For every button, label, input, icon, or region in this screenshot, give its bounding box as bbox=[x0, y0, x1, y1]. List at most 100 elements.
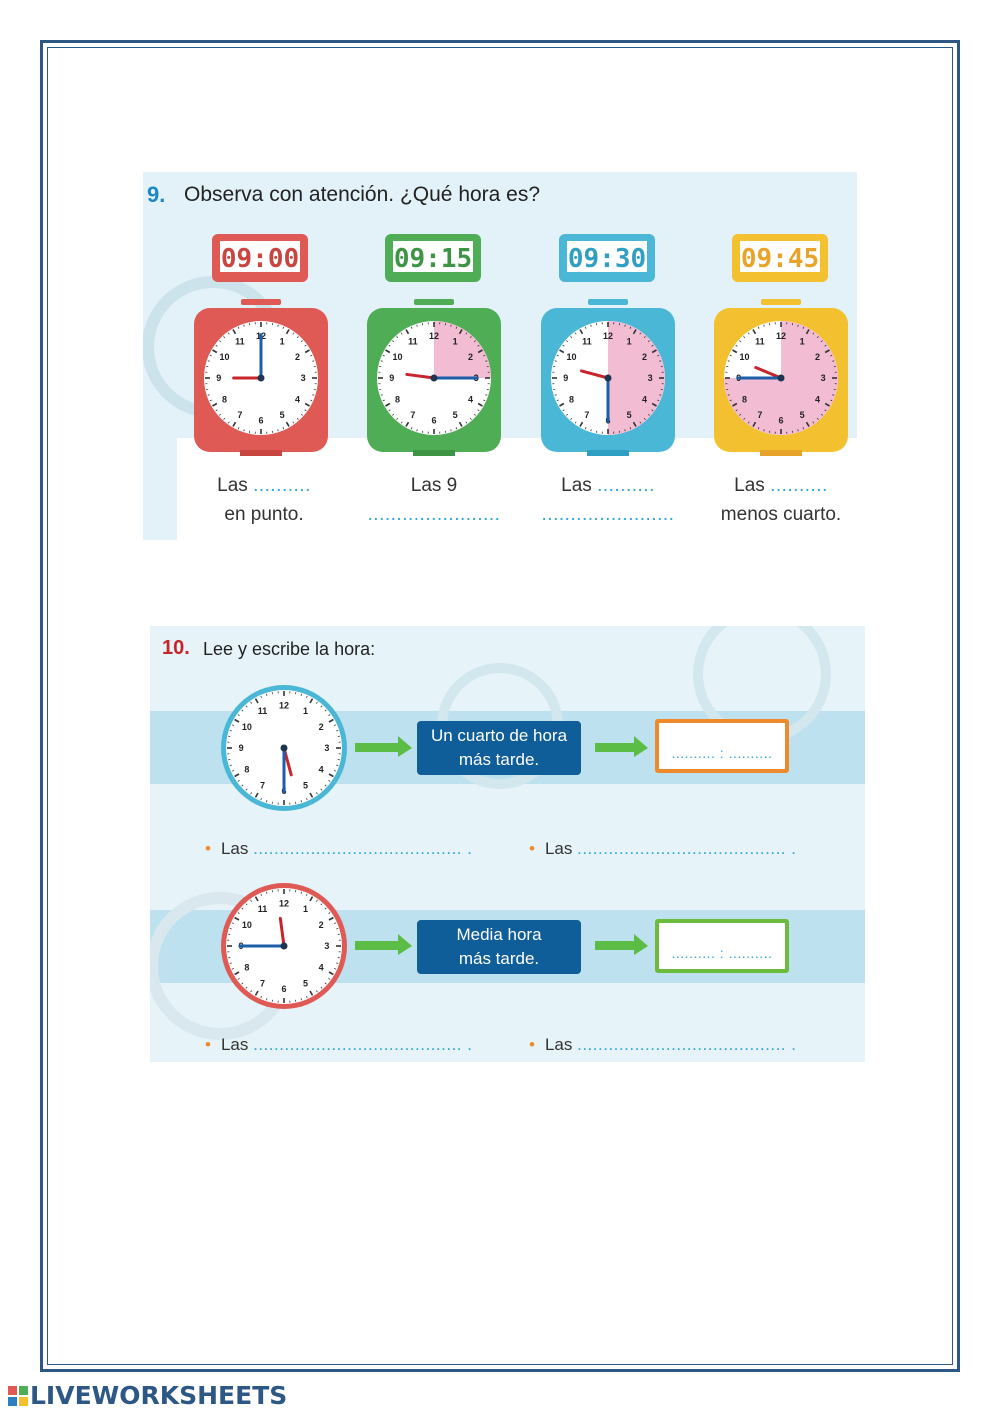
tick-mark bbox=[554, 394, 557, 396]
tick-mark bbox=[223, 336, 226, 339]
tick-mark bbox=[304, 344, 307, 347]
tick-mark bbox=[729, 399, 732, 402]
tick-mark bbox=[483, 399, 486, 402]
blank[interactable]: ........................................… bbox=[253, 839, 473, 858]
dial-number: 6 bbox=[258, 415, 263, 425]
tick-mark bbox=[260, 893, 262, 896]
tick-mark bbox=[245, 788, 248, 791]
dial-number: 8 bbox=[244, 765, 249, 775]
blank[interactable]: .......... bbox=[770, 475, 828, 496]
dial-number: 9 bbox=[216, 373, 221, 383]
clock-foot bbox=[413, 450, 455, 456]
tick-mark bbox=[559, 349, 565, 354]
tick-mark bbox=[219, 340, 222, 343]
tick-mark bbox=[334, 968, 337, 970]
tick-mark bbox=[562, 409, 565, 412]
clock-center bbox=[604, 374, 612, 382]
tick-mark bbox=[250, 899, 252, 902]
dial-number: 11 bbox=[258, 904, 268, 914]
tick-mark bbox=[732, 349, 738, 354]
dial-number: 6 bbox=[431, 415, 436, 425]
dial-number: 5 bbox=[453, 410, 458, 420]
tick-mark bbox=[219, 413, 222, 416]
answer-box[interactable]: .......... : .......... bbox=[655, 719, 789, 773]
blank[interactable]: ....................... bbox=[367, 504, 501, 525]
alarm-clocks: 09:0012345678910111209:15123456789101112… bbox=[143, 234, 848, 456]
tick-mark bbox=[250, 792, 252, 795]
tick-mark bbox=[416, 429, 418, 432]
tick-mark bbox=[820, 413, 823, 416]
tick-mark bbox=[832, 360, 835, 362]
tick-mark bbox=[328, 912, 331, 914]
blank[interactable]: .......... bbox=[253, 475, 311, 496]
las-line-left: •Las ...................................… bbox=[205, 1035, 473, 1054]
logo-icon bbox=[8, 1386, 28, 1406]
tick-mark bbox=[310, 354, 313, 357]
clock-foot bbox=[240, 450, 282, 456]
tick-mark bbox=[392, 413, 395, 416]
tick-mark bbox=[292, 421, 295, 424]
hour-hand bbox=[405, 372, 436, 380]
tick-mark bbox=[643, 417, 646, 420]
dial-number: 12 bbox=[279, 898, 289, 908]
digital-time: 09:00 bbox=[221, 244, 299, 274]
tick-mark bbox=[392, 340, 395, 343]
display-screen bbox=[393, 241, 473, 272]
blank[interactable]: ....................... bbox=[541, 504, 675, 525]
hour-hand bbox=[580, 369, 610, 380]
tick-mark bbox=[282, 427, 285, 430]
blank[interactable]: ........................................… bbox=[577, 1035, 797, 1054]
tick-mark bbox=[554, 360, 557, 362]
tick-mark bbox=[215, 344, 218, 347]
tick-mark bbox=[229, 962, 232, 964]
tick-mark bbox=[400, 421, 403, 424]
tick-mark bbox=[277, 429, 279, 432]
tick-mark bbox=[320, 986, 323, 989]
tick-mark bbox=[292, 332, 295, 335]
tick-mark bbox=[450, 324, 452, 327]
answer-strip bbox=[177, 438, 857, 540]
dial-number: 9 bbox=[389, 373, 394, 383]
display-screen bbox=[567, 241, 647, 272]
tick-mark bbox=[830, 354, 833, 357]
dial-number: 10 bbox=[739, 352, 749, 362]
tick-mark bbox=[316, 701, 318, 704]
tick-mark bbox=[757, 326, 760, 329]
tick-mark bbox=[805, 329, 810, 335]
tick-mark bbox=[824, 409, 827, 412]
tick-mark bbox=[455, 427, 458, 430]
tick-mark bbox=[309, 990, 314, 996]
tick-mark bbox=[643, 336, 646, 339]
dial-number: 9 bbox=[563, 373, 568, 383]
tick-mark bbox=[727, 394, 730, 396]
digital-time: 09:30 bbox=[568, 244, 646, 274]
tick-mark bbox=[309, 698, 314, 704]
dial-number: 10 bbox=[392, 352, 402, 362]
tick-mark bbox=[743, 417, 746, 420]
tick-mark bbox=[629, 326, 632, 329]
tick-mark bbox=[385, 402, 391, 407]
tick-mark bbox=[816, 417, 819, 420]
tick-mark bbox=[743, 336, 746, 339]
caption-3: Las .......... ....................... bbox=[523, 471, 693, 529]
tick-mark bbox=[388, 409, 391, 412]
tick-mark bbox=[304, 349, 310, 354]
blank[interactable]: ........................................… bbox=[253, 1035, 473, 1054]
tick-mark bbox=[732, 402, 738, 407]
dial-number: 7 bbox=[410, 410, 415, 420]
tick-mark bbox=[300, 800, 302, 803]
page-border-outer bbox=[40, 40, 960, 1372]
tick-mark bbox=[812, 332, 815, 335]
tick-mark bbox=[632, 421, 637, 427]
clock-center bbox=[430, 374, 438, 382]
blank[interactable]: ........................................… bbox=[577, 839, 797, 858]
tick-mark bbox=[747, 332, 750, 335]
dial-number: 2 bbox=[295, 352, 300, 362]
dial-number: 5 bbox=[280, 410, 285, 420]
blank[interactable]: .......... bbox=[597, 475, 655, 496]
dial-number: 4 bbox=[468, 394, 473, 404]
answer-box[interactable]: .......... : .......... bbox=[655, 919, 789, 973]
tick-mark bbox=[657, 399, 660, 402]
tick-mark bbox=[234, 916, 240, 921]
dial-number: 5 bbox=[303, 978, 308, 988]
